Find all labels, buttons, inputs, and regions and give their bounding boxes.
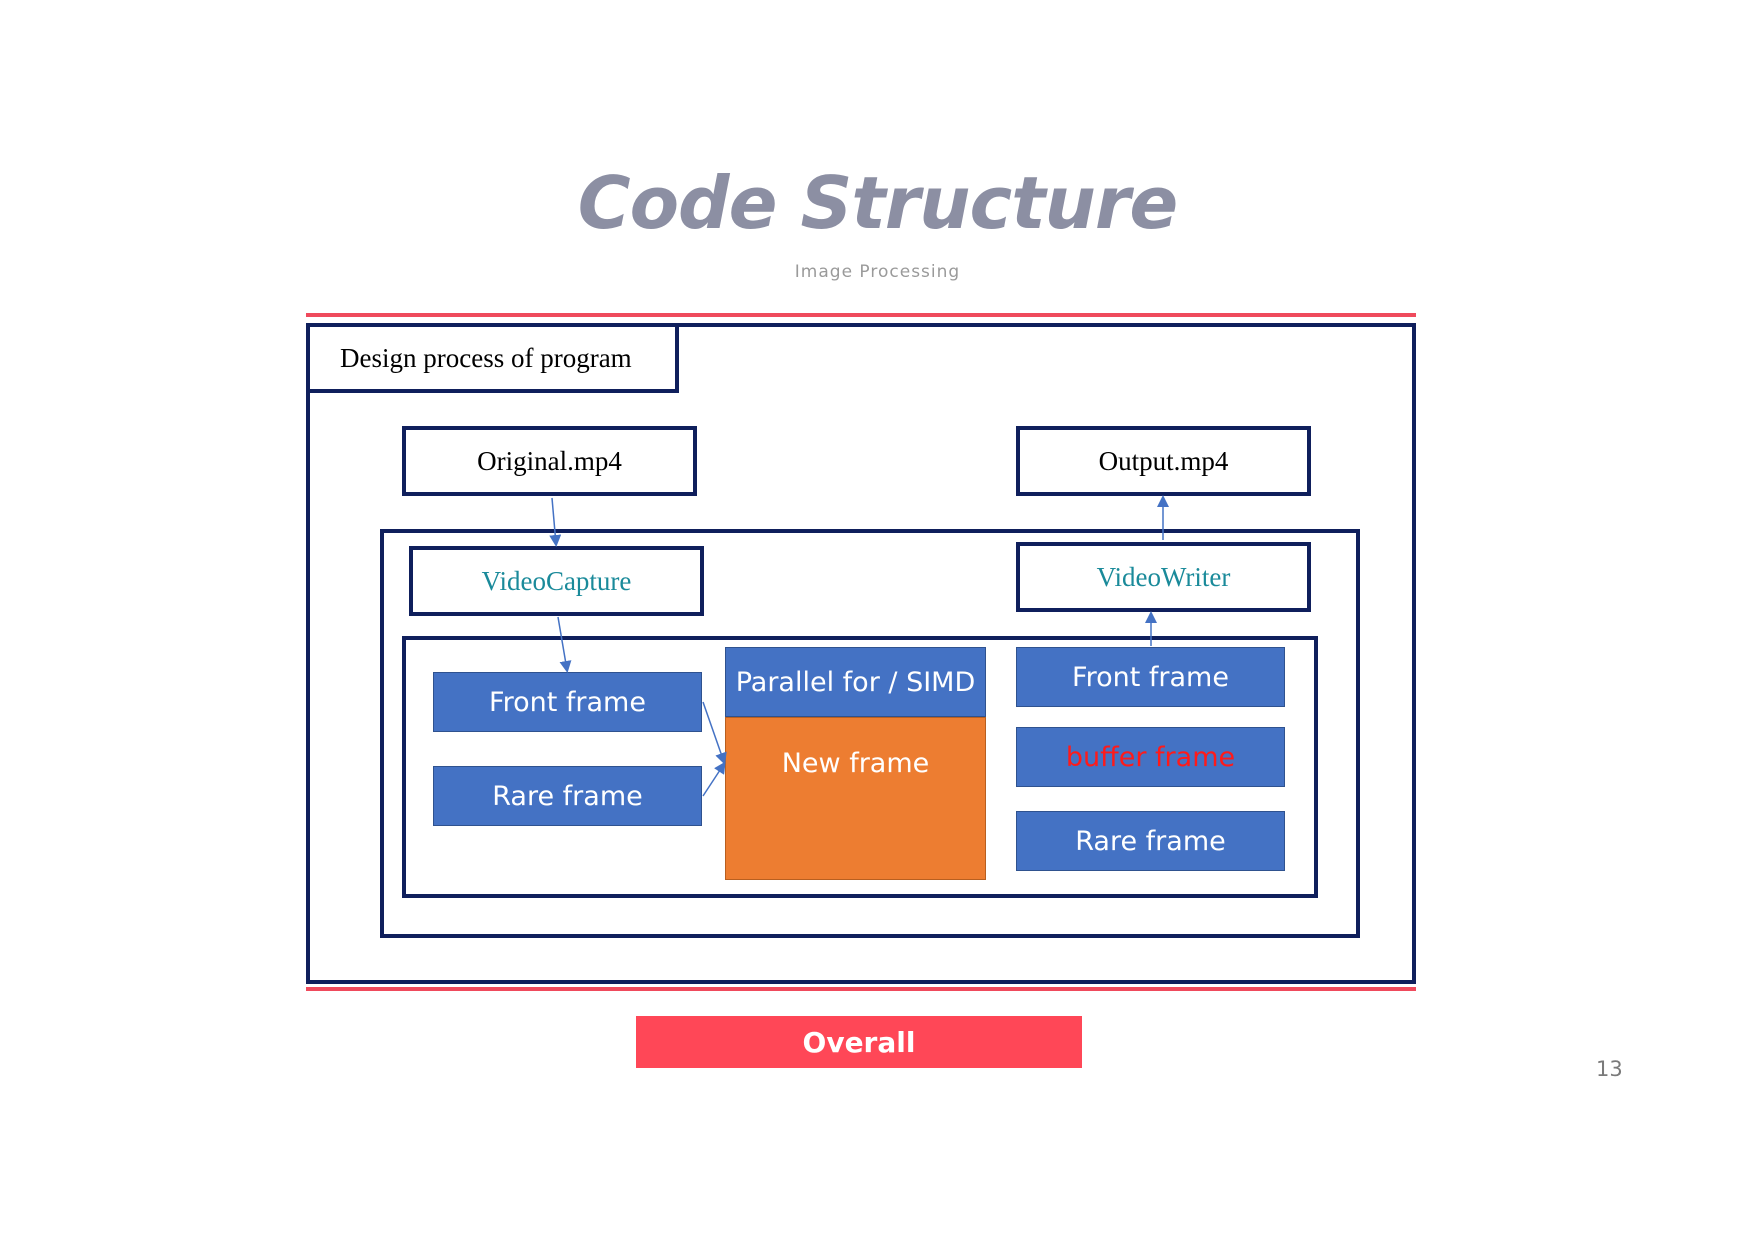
video-capture-box: VideoCapture (409, 546, 704, 616)
buffer-frame-box: buffer frame (1016, 727, 1285, 787)
buffer-frame-label: buffer frame (1065, 741, 1236, 773)
bottom-divider (306, 987, 1416, 991)
slide-title: Code Structure (577, 161, 1178, 245)
input-file-box: Original.mp4 (402, 426, 697, 496)
output-file-box: Output.mp4 (1016, 426, 1311, 496)
overall-button-label: Overall (802, 1025, 916, 1059)
left-front-frame-box: Front frame (433, 672, 702, 732)
right-front-frame-box: Front frame (1016, 647, 1285, 707)
frame-processing-frame (402, 636, 1318, 898)
left-rare-frame-label: Rare frame (492, 780, 643, 812)
right-front-frame-label: Front frame (1072, 661, 1229, 693)
video-io-frame (380, 529, 1360, 938)
video-capture-label: VideoCapture (481, 565, 632, 596)
new-frame-box: New frame (725, 717, 986, 880)
output-file-label: Output.mp4 (1098, 445, 1229, 476)
right-rare-frame-box: Rare frame (1016, 811, 1285, 871)
overall-button[interactable]: Overall (636, 1016, 1082, 1068)
top-divider (306, 313, 1416, 317)
design-process-label: Design process of program (340, 342, 632, 373)
left-rare-frame-box: Rare frame (433, 766, 702, 826)
parallel-simd-box: Parallel for / SIMD (725, 647, 986, 717)
video-writer-label: VideoWriter (1096, 561, 1231, 592)
new-frame-label: New frame (781, 748, 930, 779)
outer-frame (306, 323, 1416, 984)
right-rare-frame-label: Rare frame (1075, 825, 1226, 857)
page-number: 13 (1596, 1057, 1623, 1081)
input-file-label: Original.mp4 (477, 445, 622, 476)
design-process-header: Design process of program (306, 323, 679, 393)
parallel-simd-label: Parallel for / SIMD (735, 666, 976, 698)
video-writer-box: VideoWriter (1016, 542, 1311, 612)
slide-subtitle: Image Processing (794, 262, 961, 282)
left-front-frame-label: Front frame (489, 686, 646, 718)
